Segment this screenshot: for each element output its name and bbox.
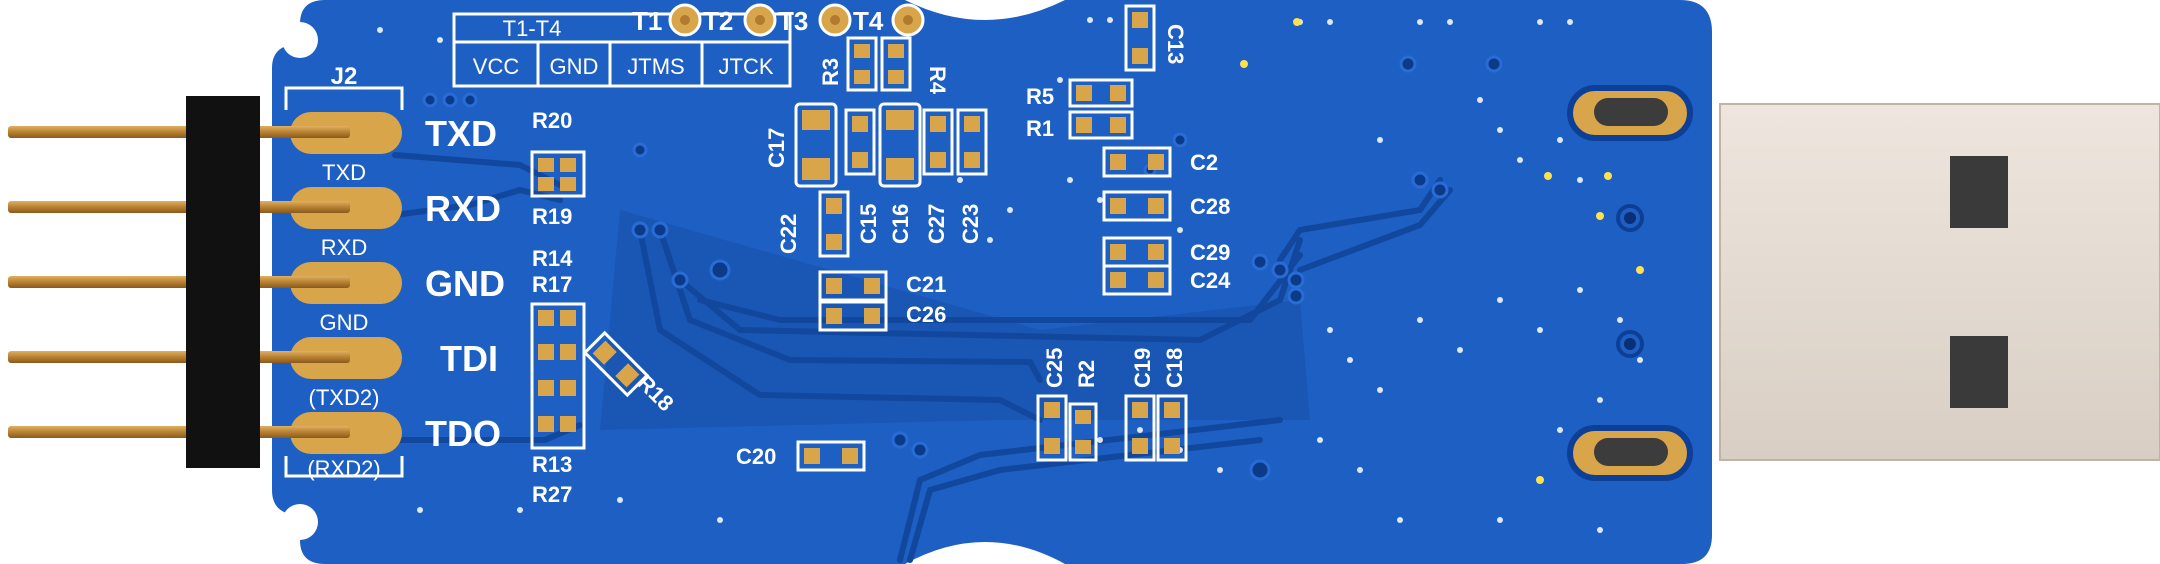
refdes-c17: C17 xyxy=(764,128,789,168)
comp-r5 xyxy=(1068,78,1134,108)
pin-label-tdo: TDO xyxy=(425,413,501,454)
refdes-r4: R4 xyxy=(925,66,950,95)
refdes-c22: C22 xyxy=(776,214,801,254)
comp-r2 xyxy=(1068,402,1098,462)
tp-t4-label: T4 xyxy=(853,6,884,36)
smd-components xyxy=(530,4,1188,472)
comp-c27 xyxy=(922,108,954,176)
comp-c25 xyxy=(1036,394,1068,462)
usb-plug xyxy=(1719,103,2160,461)
refdes-c21: C21 xyxy=(906,272,946,297)
refdes-r27: R27 xyxy=(532,482,572,507)
tp-t3-label: T3 xyxy=(778,6,808,36)
pin-header xyxy=(8,96,348,468)
test-table-title: T1-T4 xyxy=(503,16,562,41)
test-point-table: T1-T4 VCC GND JTMS JTCK xyxy=(452,12,792,88)
via-field xyxy=(377,17,1643,533)
comp-c15 xyxy=(844,108,876,176)
pin-label-txd: TXD xyxy=(425,113,497,154)
header-body xyxy=(186,96,260,468)
test-table-jtms: JTMS xyxy=(627,54,684,79)
refdes-c29: C29 xyxy=(1190,240,1230,265)
refdes-r3: R3 xyxy=(818,58,843,86)
usb-mount-slots xyxy=(1567,85,1693,481)
pcb-traces xyxy=(392,152,1453,563)
pin-sub-tdi: (TXD2) xyxy=(309,385,380,410)
refdes-r17: R17 xyxy=(532,272,572,297)
usb-window-bottom xyxy=(1950,336,2008,408)
refdes-r2: R2 xyxy=(1074,360,1099,388)
refdes-r5: R5 xyxy=(1026,84,1054,109)
refdes-c18: C18 xyxy=(1162,348,1187,388)
comp-r1 xyxy=(1068,110,1134,140)
refdes-c24: C24 xyxy=(1190,268,1231,293)
refdes-c13: C13 xyxy=(1163,24,1188,64)
pin-label-gnd: GND xyxy=(425,263,505,304)
comp-c22 xyxy=(818,190,850,258)
comp-c21 xyxy=(818,270,888,302)
test-points: T1 T2 T3 T4 xyxy=(632,3,925,37)
test-table-vcc: VCC xyxy=(473,54,520,79)
comp-c18 xyxy=(1156,394,1188,462)
comp-r3-r4 xyxy=(846,36,912,92)
comp-r18 xyxy=(582,330,650,398)
refdes-c19: C19 xyxy=(1130,348,1155,388)
comp-r-stack xyxy=(530,302,586,450)
pin-sub-gnd: GND xyxy=(320,310,369,335)
refdes-c23: C23 xyxy=(958,204,983,244)
refdes-c2: C2 xyxy=(1190,150,1218,175)
refdes-r1: R1 xyxy=(1026,116,1054,141)
comp-c23 xyxy=(956,108,988,176)
refdes-r19: R19 xyxy=(532,204,572,229)
pin-sub-tdo: (RXD2) xyxy=(307,456,380,481)
tp-t1-label: T1 xyxy=(632,6,662,36)
refdes-c25: C25 xyxy=(1042,348,1067,388)
refdes-c27: C27 xyxy=(924,204,949,244)
refdes-c16: C16 xyxy=(888,204,913,244)
edge-notches xyxy=(282,22,318,540)
comp-c28 xyxy=(1102,190,1172,222)
vias xyxy=(422,55,1503,481)
refdes-c20: C20 xyxy=(736,444,776,469)
tp-t2-label: T2 xyxy=(703,6,733,36)
pin-sub-rxd: RXD xyxy=(321,235,367,260)
test-table-jtck: JTCK xyxy=(719,54,774,79)
refdes-c15: C15 xyxy=(856,204,881,244)
comp-c19 xyxy=(1124,394,1156,462)
comp-c13 xyxy=(1124,4,1156,72)
comp-c26 xyxy=(818,300,888,332)
header-pins-over xyxy=(260,126,350,438)
comp-c16 xyxy=(878,102,922,188)
refdes-c26: C26 xyxy=(906,302,946,327)
refdes-c28: C28 xyxy=(1190,194,1230,219)
refdes-r13: R13 xyxy=(532,452,572,477)
comp-c17 xyxy=(794,102,838,188)
comp-c2 xyxy=(1102,146,1172,178)
comp-c24 xyxy=(1102,264,1172,296)
usb-shell xyxy=(1719,103,2160,461)
usb-window-top xyxy=(1950,156,2008,228)
comp-r20 xyxy=(530,150,586,198)
refdes-labels: R20 R19 R14 R17 R13 R27 R18 R3 R4 R5 R1 … xyxy=(532,24,1231,507)
header-ref-label: J2 xyxy=(331,63,358,90)
refdes-r20: R20 xyxy=(532,108,572,133)
refdes-r14: R14 xyxy=(532,246,573,271)
pin-label-rxd: RXD xyxy=(425,188,501,229)
pin-sub-txd: TXD xyxy=(322,160,366,185)
pin-label-tdi: TDI xyxy=(440,338,498,379)
header-silk-bracket xyxy=(284,86,404,478)
test-table-gnd: GND xyxy=(550,54,599,79)
comp-c20 xyxy=(796,440,866,472)
